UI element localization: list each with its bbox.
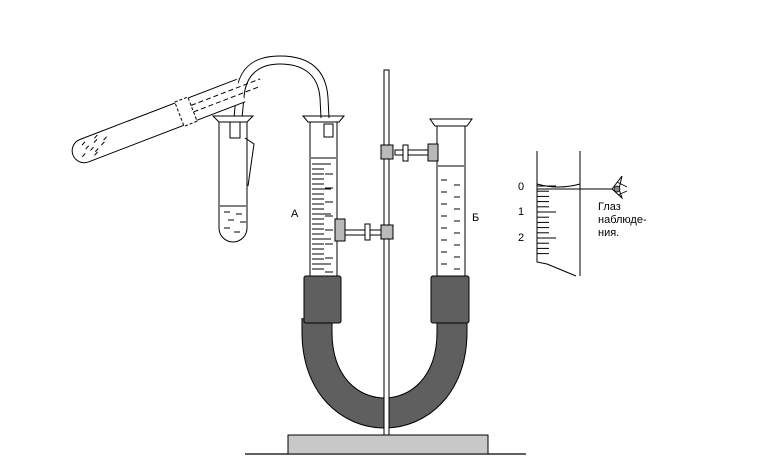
scale-label-2: 2 [518,232,524,244]
powder-grain [94,151,98,156]
powder-grain [94,148,99,153]
powder-grain [103,136,108,141]
tube-b-rim [429,118,473,127]
rubber-connector-a [303,275,342,324]
substance-powder [81,134,108,158]
rubber-connector-b [430,275,470,324]
powder-grain [81,141,86,146]
meniscus [536,183,581,188]
scale-label-1: 1 [518,206,524,218]
tube-a-label: А [291,208,299,220]
tube-a-stopper [323,123,334,138]
scale-label-0: 0 [518,181,524,193]
scale-detail [536,151,628,277]
tube-a [301,115,346,277]
small-test-tube [211,115,255,243]
heating-test-tube [71,78,261,164]
powder-grain [81,153,86,158]
powder-grain [93,139,98,144]
small-tube-liquid [220,205,246,233]
clamp-lower [334,218,394,242]
tube-b-label: Б [472,212,479,224]
small-tube-stopper [229,121,241,139]
powder-grain [100,141,105,146]
tube-b [429,118,473,277]
powder-grain [85,145,90,150]
tube-a-graduations [312,163,331,270]
eye-caption-line3: ния. [598,227,619,239]
connecting-tube [233,55,330,119]
powder-grain [94,134,98,139]
eye-caption-line2: наблюде- [598,214,647,226]
tube-a-liquid [311,157,336,273]
scale-detail-ticks [537,185,556,255]
powder-grain [90,146,94,151]
heating-tube-stopper [174,96,198,127]
eye-caption-line1: Глаз [598,201,621,213]
tube-b-liquid [438,165,464,270]
stand-base [287,434,489,455]
clamp-upper [380,143,439,162]
stand-rod [383,69,390,436]
small-tube-outlet [244,137,255,187]
tube-a-rim [301,115,346,123]
